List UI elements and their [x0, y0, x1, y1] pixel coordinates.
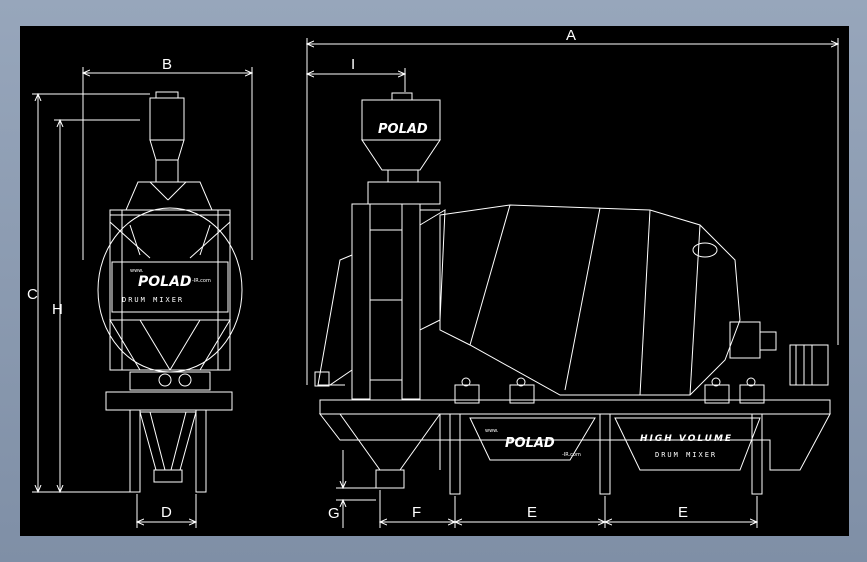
chassis-top-rail [319, 399, 831, 415]
front-panel-text: DRUM MIXER [122, 296, 184, 304]
front-www: www. [130, 268, 144, 274]
hopper-brand-logo: POLAD [378, 122, 428, 137]
front-brand-logo: POLAD [138, 274, 192, 290]
leg [599, 413, 611, 495]
front-drum-outline [97, 207, 243, 373]
front-view [97, 91, 243, 493]
drive-gearbox [729, 321, 761, 359]
leg [449, 413, 461, 495]
side-panel-line1: HIGH VOLUME [640, 434, 733, 444]
front-top-frame [125, 181, 213, 211]
dimension-labels: A I B C H D G F E E [27, 27, 688, 522]
side-www: www. [485, 428, 499, 434]
dim-label-a: A [566, 27, 576, 44]
side-label-panel-left [469, 417, 596, 461]
roller-support [454, 384, 480, 404]
dim-label-i: I [351, 56, 355, 73]
dim-label-h: H [52, 301, 63, 318]
leg [751, 413, 763, 495]
dim-label-g: G [328, 505, 340, 522]
cad-viewport[interactable] [20, 26, 849, 536]
front-lower-hopper [109, 319, 231, 371]
drive-motor [789, 344, 829, 386]
front-hopper [149, 97, 185, 141]
front-label-panel [111, 261, 229, 313]
dimensions [32, 38, 838, 528]
dim-label-b: B [162, 56, 172, 73]
side-lower-hopper [339, 413, 441, 471]
front-frame-body [109, 209, 231, 371]
mixer-drum [439, 204, 741, 396]
dim-label-f: F [412, 504, 421, 521]
side-domain: -IR.com [562, 452, 581, 458]
side-chute [317, 254, 353, 386]
side-view [314, 92, 831, 495]
dim-label-d: D [161, 504, 172, 521]
side-brand-logo: POLAD [505, 436, 555, 451]
dim-label-e2: E [678, 504, 688, 521]
front-base [105, 391, 233, 411]
dim-label-e1: E [527, 504, 537, 521]
front-domain: -IR.com [192, 278, 211, 284]
side-tower-left [351, 203, 371, 400]
side-tower-right [401, 203, 421, 400]
side-panel-line2: DRUM MIXER [655, 451, 717, 459]
dim-label-c: C [27, 286, 38, 303]
brand-texts: www. POLAD -IR.com DRUM MIXER POLAD www.… [122, 122, 733, 459]
side-label-panel-right [614, 417, 761, 471]
